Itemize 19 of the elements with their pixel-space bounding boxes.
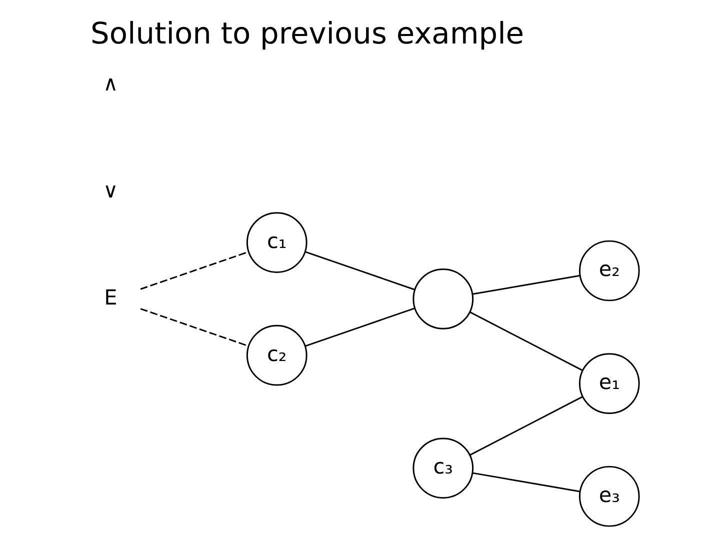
node-circle: c₁	[246, 212, 308, 273]
connector	[470, 312, 583, 372]
node-circle: c₂	[246, 324, 308, 386]
node-circle	[412, 268, 474, 330]
node-circle: e₁	[578, 353, 640, 414]
connector	[140, 251, 249, 290]
node-text: E	[104, 285, 118, 310]
label: ∧	[103, 72, 118, 96]
connector	[305, 308, 415, 347]
diagram-title: Solution to previous example	[90, 16, 524, 51]
connector	[305, 251, 415, 290]
connector	[472, 274, 580, 295]
label: ∨	[103, 178, 118, 203]
node-circle: e₃	[578, 466, 640, 527]
connector	[140, 308, 249, 347]
node-circle: e₂	[578, 240, 640, 302]
connector	[472, 472, 580, 492]
connector	[470, 396, 583, 456]
node-circle: c₃	[412, 438, 474, 499]
